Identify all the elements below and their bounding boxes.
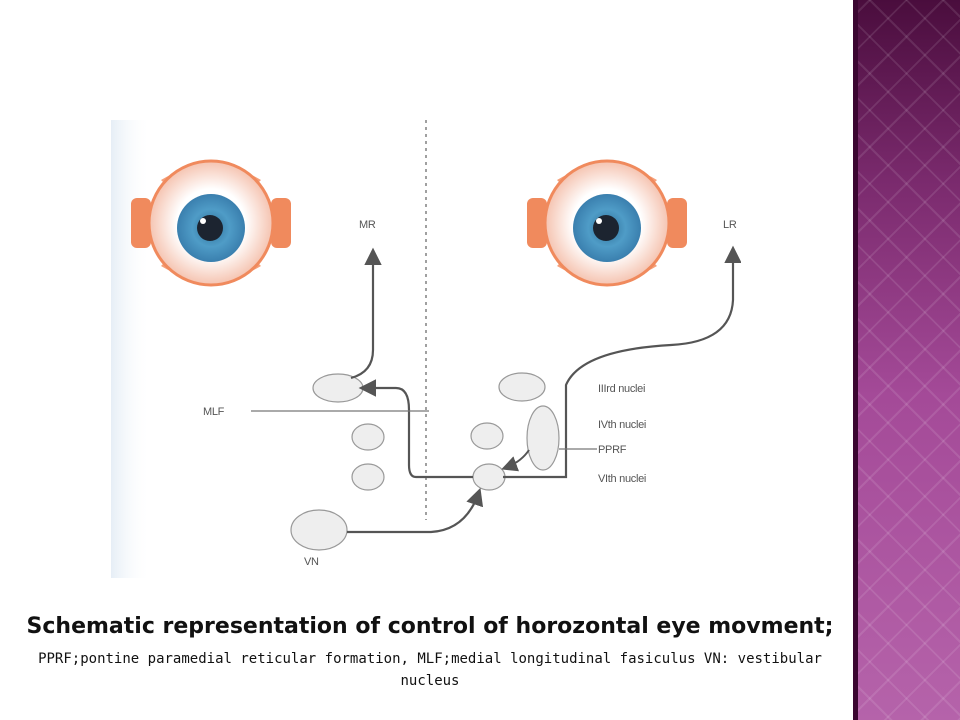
pathway-vn-to-vi [347, 487, 484, 534]
left-iii-nucleus [312, 373, 364, 403]
label-iii-nuclei: IIIrd nuclei [598, 383, 645, 395]
left-eye [131, 159, 291, 287]
label-lr: LR [723, 219, 737, 231]
left-eye-muscle-right [271, 198, 291, 248]
pathway-iii-to-mr [350, 247, 382, 380]
figure-caption: Schematic representation of control of h… [10, 612, 850, 692]
eye-movement-diagram: MR LR MLF VN IIIrd nuclei IVth nuclei PP… [111, 120, 741, 578]
pathway-vi-to-lr [503, 245, 741, 479]
label-mr: MR [359, 219, 376, 231]
decorative-side-band [853, 0, 960, 720]
right-iv-nucleus [470, 422, 504, 450]
label-vi-nuclei: VIth nuclei [598, 473, 646, 485]
right-eye-highlight [596, 218, 602, 224]
right-eye [527, 159, 687, 287]
right-eye-muscle-right [667, 198, 687, 248]
caption-description: PPRF;pontine paramedial reticular format… [38, 651, 822, 689]
pprf-nucleus [526, 405, 560, 471]
left-eye-highlight [200, 218, 206, 224]
right-iii-nucleus [498, 372, 546, 402]
label-pprf: PPRF [598, 444, 627, 456]
caption-title: Schematic representation of control of h… [26, 614, 834, 639]
right-eye-muscle-left [527, 198, 547, 248]
left-iv-nucleus [351, 423, 385, 451]
vestibular-nucleus [290, 509, 348, 551]
left-eye-muscle-left [131, 198, 151, 248]
pathway-mlf [358, 379, 473, 479]
right-vi-nucleus [472, 463, 506, 491]
label-vn: VN [304, 556, 319, 568]
pathway-pprf-to-vi [501, 449, 530, 472]
figure-left-shading [111, 120, 151, 578]
label-iv-nuclei: IVth nuclei [598, 419, 646, 431]
label-mlf: MLF [203, 406, 225, 418]
left-vi-nucleus [351, 463, 385, 491]
